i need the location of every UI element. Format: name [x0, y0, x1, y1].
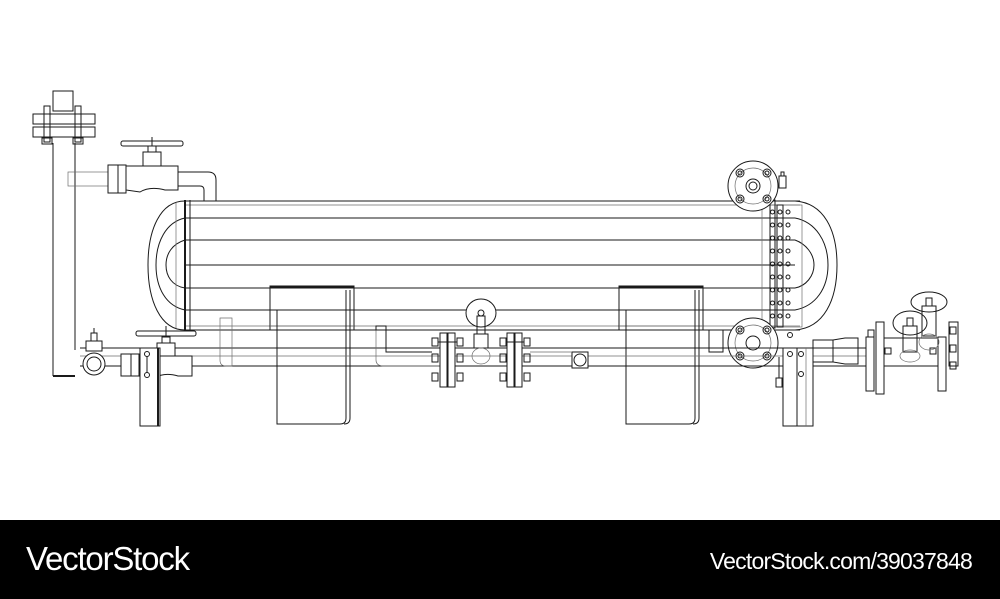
brand-logo-text: VectorStock — [26, 540, 190, 577]
top-gate-valve — [67, 137, 217, 201]
level-gauge — [769, 199, 791, 329]
manhole-flange-top — [727, 160, 787, 212]
center-flanged-valve — [431, 298, 589, 388]
manhole-flange-bottom — [708, 317, 779, 369]
vertical-vent-pipe-with-flange — [32, 90, 96, 377]
bottom-left-valve — [82, 326, 197, 427]
stock-reference: VectorStock.com/39037848 — [709, 548, 973, 574]
left-dished-head — [147, 200, 191, 331]
watermark-footer: VectorStock VectorStock.com/39037848 — [0, 520, 1000, 599]
pipe-support-right — [775, 332, 814, 427]
saddle-support-right — [618, 285, 704, 425]
technical-drawing — [32, 90, 959, 427]
right-outlet-valve-assembly — [812, 291, 959, 395]
saddle-support-left — [269, 285, 355, 425]
